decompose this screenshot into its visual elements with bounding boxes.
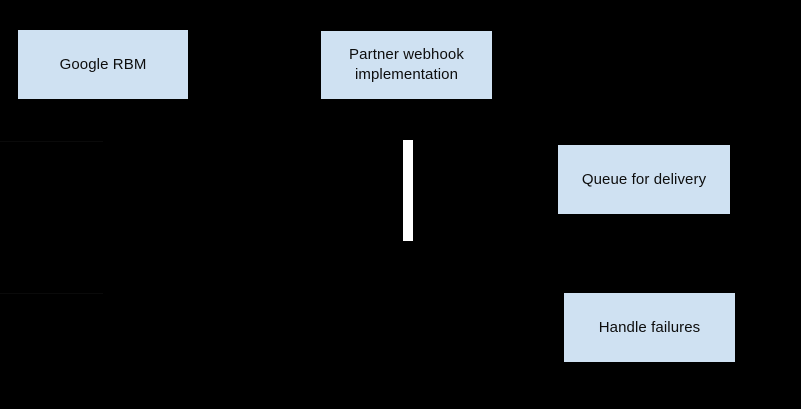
node-partner-webhook-implementation[interactable]: Partner webhook implementation: [321, 31, 492, 99]
faint-edge-lower: [0, 293, 103, 294]
node-handle-failures-label: Handle failures: [598, 318, 701, 336]
faint-edge-upper: [0, 141, 103, 142]
vertical-connector: [403, 140, 413, 241]
node-google-rbm[interactable]: Google RBM: [18, 30, 188, 99]
node-handle-failures[interactable]: Handle failures: [564, 293, 735, 362]
node-google-rbm-label: Google RBM: [59, 55, 147, 73]
node-partner-webhook-implementation-label: Partner webhook implementation: [349, 46, 464, 83]
node-queue-for-delivery-label: Queue for delivery: [581, 170, 707, 188]
node-queue-for-delivery[interactable]: Queue for delivery: [558, 145, 730, 214]
